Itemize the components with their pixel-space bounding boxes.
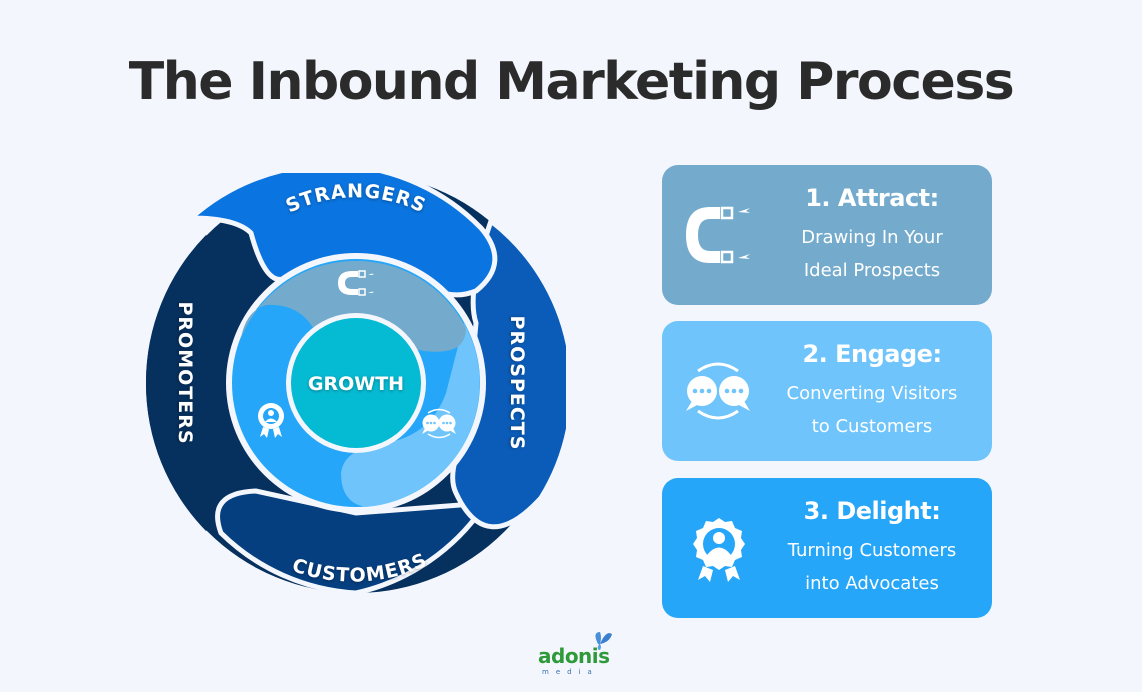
outer-segment-strangers (184, 173, 498, 298)
logo-subtitle: media (542, 668, 599, 676)
magnet-icon (686, 206, 750, 264)
card-attract: 1. Attract: Drawing In Your Ideal Prospe… (662, 165, 992, 305)
inbound-cycle-diagram: GROWTH STRANGERS PROSPECTS CUSTOMERS PRO… (146, 173, 566, 593)
card-heading: 1. Attract: (805, 184, 939, 212)
logo-wordmark: adonis (538, 644, 610, 668)
award-badge-icon (258, 403, 284, 438)
card-delight: 3. Delight: Turning Customers into Advoc… (662, 478, 992, 618)
outer-segment-customers (215, 488, 491, 593)
card-heading: 2. Engage: (802, 340, 942, 368)
inner-ring-attract (241, 260, 466, 352)
outer-segment-prospects (450, 216, 566, 530)
label-promoters: PROMOTERS (174, 301, 196, 444)
label-prospects: PROSPECTS (506, 316, 528, 451)
card-desc-line: to Customers (811, 416, 933, 437)
adonis-media-logo: adonis media (536, 630, 616, 680)
card-desc-line: Ideal Prospects (803, 260, 941, 281)
card-engage: 2. Engage: Converting Visitors to Custom… (662, 321, 992, 461)
card-desc-line: Drawing In Your (801, 227, 943, 248)
magnet-icon (338, 270, 374, 296)
growth-circle (291, 318, 421, 448)
chat-bubbles-icon (422, 408, 456, 439)
butterfly-icon (595, 632, 612, 650)
growth-label: GROWTH (308, 373, 404, 395)
page-title: The Inbound Marketing Process (128, 52, 1015, 112)
card-heading: 3. Delight: (803, 497, 941, 525)
card-desc-line: Turning Customers (787, 540, 957, 561)
card-desc-line: into Advocates (805, 573, 939, 594)
chat-bubbles-icon (686, 362, 750, 420)
award-badge-icon (693, 518, 745, 582)
inner-ring-engage (341, 323, 480, 507)
card-desc-line: Converting Visitors (786, 383, 958, 404)
